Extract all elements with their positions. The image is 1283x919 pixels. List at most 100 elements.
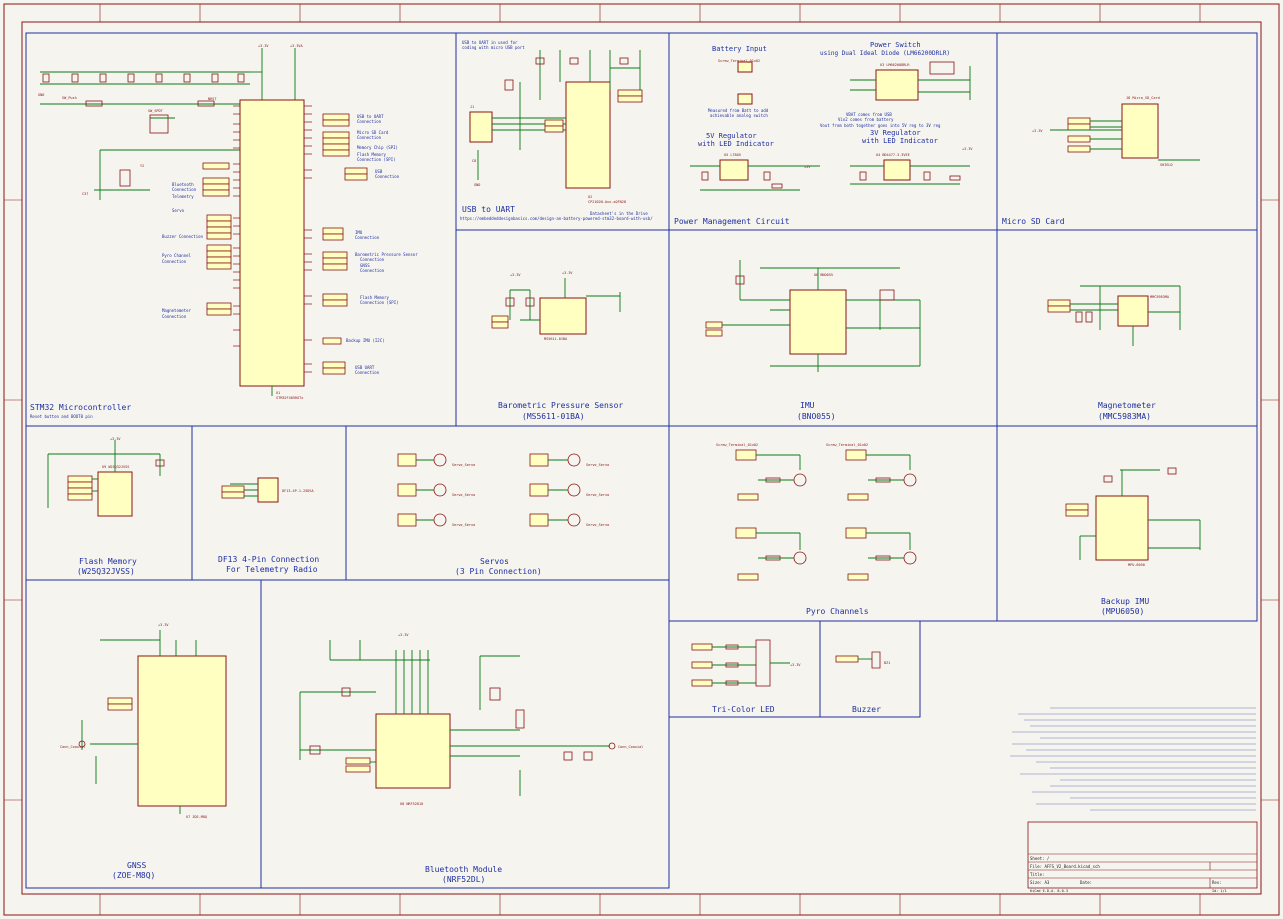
svg-text:+3.3V: +3.3V [110, 437, 121, 441]
svg-text:Conn_Coaxial: Conn_Coaxial [60, 745, 85, 749]
reg5v-sub: with LED Indicator [698, 140, 774, 148]
svg-text:J8 Micro_SD_Card: J8 Micro_SD_Card [1126, 96, 1160, 100]
backup-imu-subtitle: (MPU6050) [1101, 607, 1144, 616]
svg-text:+3.3V: +3.3V [258, 44, 269, 48]
svg-text:U9 W25Q32JVSS: U9 W25Q32JVSS [102, 465, 129, 469]
pyro-title: Pyro Channels [806, 607, 869, 616]
svg-text:achievable analog switch: achievable analog switch [710, 113, 768, 118]
svg-text:GNSS: GNSS [360, 263, 370, 268]
svg-text:MS5611-01BA: MS5611-01BA [544, 337, 568, 341]
svg-text:IMU: IMU [355, 230, 363, 235]
svg-text:Servo_Servo: Servo_Servo [586, 463, 609, 467]
svg-text:U4 BD4477-3.3VEE: U4 BD4477-3.3VEE [876, 153, 910, 157]
led-section: +3.3V Tri-Color LED [691, 639, 801, 714]
stm32-section: +3.3V +3.3VA GND SW_Push NRST SW_SPDT Y2… [30, 44, 418, 419]
svg-text:Connection: Connection [355, 235, 380, 240]
svg-text:Memory Chip (SPI): Memory Chip (SPI) [357, 145, 398, 150]
bluetooth-title: Bluetooth Module [425, 865, 502, 874]
svg-text:+3.3V: +3.3V [962, 147, 973, 151]
svg-text:C8: C8 [472, 159, 476, 163]
svg-text:Reset button and BOOT0 pin: Reset button and BOOT0 pin [30, 414, 93, 419]
tb-date: Date: [1080, 880, 1092, 885]
svg-text:Screw_Terminal_01x02: Screw_Terminal_01x02 [716, 443, 758, 447]
svg-text:Vout from both together goes i: Vout from both together goes into 5V reg… [820, 123, 941, 128]
backup-imu-section: MPU-6050 Backup IMU (MPU6050) [1065, 467, 1201, 616]
svg-text:Flash Memory: Flash Memory [360, 295, 389, 300]
svg-text:U3 LM66200DRLR: U3 LM66200DRLR [880, 63, 910, 67]
svg-text:Servo_Servo: Servo_Servo [452, 523, 475, 527]
tb-title: Title: [1030, 872, 1044, 877]
svg-text:SHIELD: SHIELD [1160, 163, 1173, 167]
svg-text:U7 ZOE-M8Q: U7 ZOE-M8Q [186, 815, 207, 819]
flash-subtitle: (W25Q32JVSS) [77, 567, 135, 576]
svg-text:MMC5983MA: MMC5983MA [1150, 295, 1170, 299]
tb-kicad: KiCad E.D.A. 8.0.3 [1030, 889, 1068, 893]
tb-size: Size: A3 [1030, 880, 1050, 885]
svg-text:CP2102N-Axx-xQFN28: CP2102N-Axx-xQFN28 [588, 200, 626, 204]
microsd-section: J8 Micro_SD_Card +3.3V SHIELD Micro SD C… [1002, 96, 1200, 226]
bluetooth-section: U8 NRF52810 +3.3V Conn_Coaxial Bluetooth… [299, 633, 643, 884]
svg-text:Connection: Connection [360, 268, 385, 273]
inner-frame [21, 21, 1262, 895]
tb-rev: Rev: [1212, 880, 1222, 885]
svg-text:Conn_Coaxial: Conn_Coaxial [618, 745, 643, 749]
svg-text:Connection: Connection [375, 174, 400, 179]
svg-text:Datasheet's in the Drive: Datasheet's in the Drive [590, 211, 648, 216]
tb-file: File: AFFS_V2_Board.kicad_sch [1030, 864, 1100, 869]
buzzer-section: BZ1 Buzzer [835, 651, 890, 714]
svg-text:Buzzer Connection: Buzzer Connection [162, 234, 204, 239]
svg-text:Micro SD Card: Micro SD Card [357, 130, 389, 135]
imu-subtitle: (BNO055) [797, 412, 836, 421]
svg-text:U2: U2 [588, 195, 592, 199]
reg3v-title: 3V Regulator [870, 129, 921, 137]
svg-text:Connection (SPI): Connection (SPI) [360, 300, 399, 305]
svg-text:Barometric Pressure Sensor: Barometric Pressure Sensor [355, 252, 418, 257]
svg-text:+3.3V: +3.3V [510, 273, 521, 277]
svg-text:USB to UART in used for: USB to UART in used for [462, 40, 518, 45]
bluetooth-subtitle: (NRF52DL) [442, 875, 485, 884]
mag-subtitle: (MMC5983MA) [1098, 412, 1151, 421]
svg-text:U6 BNO055: U6 BNO055 [814, 273, 833, 277]
gnss-title: GNSS [127, 861, 146, 870]
svg-text:Measured from Batt to add: Measured from Batt to add [708, 108, 769, 113]
gnss-section: U7 ZOE-M8Q +3.3V Conn_Coaxial GNSS (ZOE-… [60, 623, 227, 880]
svg-text:U1: U1 [276, 391, 280, 395]
led-title: Tri-Color LED [712, 705, 775, 714]
svg-text:Connection (SPI): Connection (SPI) [357, 157, 396, 162]
section-borders [25, 32, 1258, 889]
outer-frame [3, 3, 1280, 916]
usb-uart-title: USB to UART [462, 205, 515, 214]
backup-imu-title: Backup IMU [1101, 597, 1149, 606]
df13-title: DF13 4-Pin Connection [218, 555, 319, 564]
design-notes [1010, 707, 1256, 811]
svg-text:C37: C37 [82, 192, 88, 196]
svg-text:Servo: Servo [172, 208, 185, 213]
tb-sheet: Sheet: / [1030, 856, 1050, 861]
svg-text:U5 L7805: U5 L7805 [724, 153, 741, 157]
svg-text:BZ1: BZ1 [884, 661, 890, 665]
svg-text:+3.3V: +3.3V [158, 623, 169, 627]
buzzer-title: Buzzer [852, 705, 881, 714]
svg-text:+3.3V: +3.3V [562, 271, 573, 275]
flash-section: U9 W25Q32JVSS +3.3V Flash Memory (W25Q32… [47, 437, 165, 576]
svg-text:Servo_Servo: Servo_Servo [452, 463, 475, 467]
baro-title: Barometric Pressure Sensor [498, 401, 623, 410]
svg-text:Magnetometer: Magnetometer [162, 308, 191, 313]
svg-text:Connection: Connection [357, 119, 382, 124]
svg-text:Servo_Servo: Servo_Servo [586, 493, 609, 497]
svg-text:Y2: Y2 [140, 164, 144, 168]
svg-text:Connection: Connection [162, 259, 187, 264]
svg-text:+3.3V: +3.3V [790, 663, 801, 667]
svg-text:GND: GND [38, 93, 44, 97]
svg-text:Connection: Connection [357, 135, 382, 140]
baro-section: MS5611-01BA +3.3V +3.3V Barometric Press… [491, 271, 623, 421]
servos-subtitle: (3 Pin Connection) [455, 567, 542, 576]
power-title: Power Management Circuit [674, 217, 790, 226]
pyro-section: Screw_Terminal_01x02 Screw_Terminal_01x0… [716, 443, 917, 616]
svg-text:Flash Memory: Flash Memory [357, 152, 386, 157]
svg-text:USB to UART: USB to UART [357, 114, 384, 119]
svg-text:Connection: Connection [360, 257, 385, 262]
cp2102-chip [565, 81, 611, 189]
svg-text:https://embeddeddesignbasics.c: https://embeddeddesignbasics.com/design-… [460, 216, 653, 221]
power-switch-title: Power Switch [870, 41, 921, 49]
